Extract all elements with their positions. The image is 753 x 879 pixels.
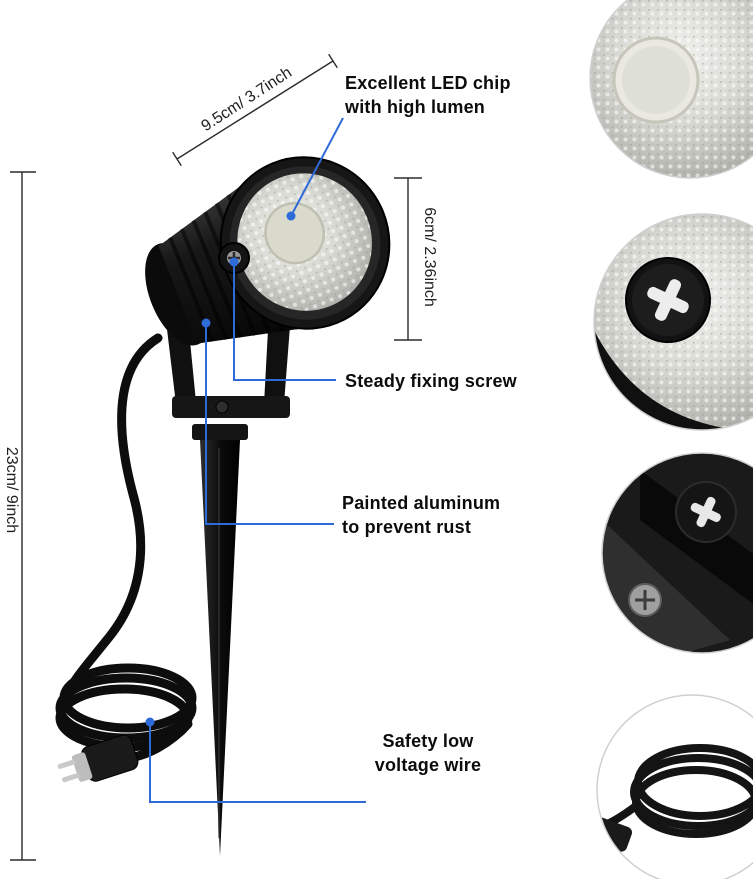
callout-wire-line2: voltage wire [374,754,482,775]
zoom-inset-led-chip [589,0,753,179]
annotation-line-led [290,117,344,217]
ground-stake [192,424,248,856]
callout-led-line1: Excellent LED chip [345,73,511,93]
annotation-line-screw [233,262,336,381]
callout-fixing-screw: Steady fixing screw [345,371,517,391]
callout-painted-aluminum: Painted aluminum to prevent rust [342,492,500,540]
dimension-lines [10,53,422,861]
callout-aluminum-line1: Painted aluminum [342,493,501,513]
zoom-inset-fixing-screw [593,213,753,431]
dimension-line-total-height [10,171,36,861]
annotation-line-wire [149,722,366,803]
callout-aluminum-line2: to prevent rust [342,516,472,537]
dimension-label-head-height: 6cm/ 2.36inch [421,207,438,307]
callout-safety-wire: Safety low voltage wire [366,730,490,778]
power-plug [57,734,139,783]
dimension-line-head-height [394,177,422,341]
led-chip [264,202,326,265]
annotations [145,117,366,803]
dimension-label-total-height: 23cm/ 9inch [3,446,20,534]
callout-led-chip: Excellent LED chip with high lumen [345,72,511,120]
dimension-line-head-width [172,53,338,167]
callout-wire-line1: Safety low [382,731,474,751]
callout-led-line2: with high lumen [345,96,485,117]
zoom-inset-aluminum-body [601,452,753,654]
annotation-line-aluminum [205,323,334,525]
zoom-inset-voltage-wire [596,694,753,879]
